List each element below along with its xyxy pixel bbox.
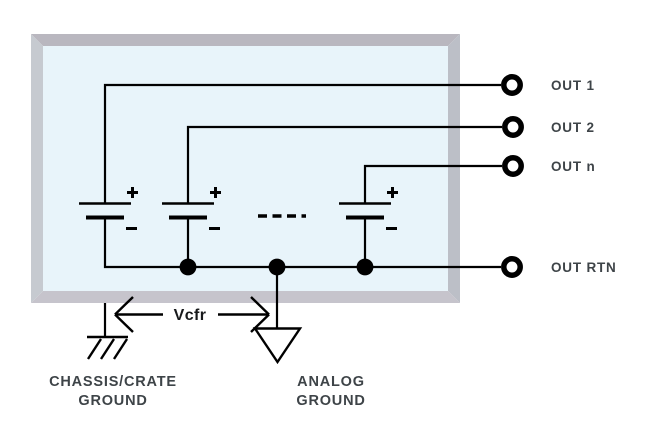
analog-ground-triangle-icon bbox=[252, 327, 303, 365]
wire-out2 bbox=[186, 125, 502, 203]
plus-icon bbox=[210, 187, 221, 198]
module-box-interior bbox=[43, 46, 448, 291]
frame-top-edge bbox=[31, 34, 460, 46]
ring-terminal-icon bbox=[501, 74, 523, 96]
double-arrow-icon bbox=[114, 296, 270, 333]
junction-dot-icon bbox=[179, 258, 197, 276]
junction-dot-icon bbox=[268, 258, 286, 276]
frame-left-edge bbox=[31, 34, 43, 303]
plus-icon bbox=[387, 187, 398, 198]
ring-terminal-icon bbox=[501, 256, 523, 278]
analog-ground-label-line1: ANALOG bbox=[297, 374, 365, 390]
vcfr-label: Vcfr bbox=[174, 307, 207, 324]
chassis-ground-label-line1: CHASSIS/CRATE bbox=[49, 374, 177, 390]
plus-icon bbox=[127, 187, 138, 198]
terminal-label-outrtn: OUT RTN bbox=[551, 260, 617, 275]
wire-out1 bbox=[103, 83, 501, 203]
battery-1 bbox=[79, 187, 138, 230]
terminal-label-outn: OUT n bbox=[551, 159, 596, 174]
chassis-ground-label-line2: GROUND bbox=[78, 393, 147, 409]
wire-outn bbox=[363, 164, 502, 203]
junction-dot-icon bbox=[356, 258, 374, 276]
chassis-ground-icon bbox=[86, 335, 129, 360]
module-box-frame bbox=[31, 34, 460, 303]
terminal-label-out2: OUT 2 bbox=[551, 120, 595, 135]
ring-terminal-icon bbox=[502, 116, 524, 138]
battery-2 bbox=[162, 187, 221, 230]
terminal-label-out1: OUT 1 bbox=[551, 78, 595, 93]
frame-bottom-edge bbox=[31, 291, 460, 303]
ring-terminal-icon bbox=[502, 155, 524, 177]
frame-right-edge bbox=[448, 34, 460, 303]
battery-n bbox=[339, 187, 398, 230]
analog-ground-label-line2: GROUND bbox=[296, 393, 365, 409]
